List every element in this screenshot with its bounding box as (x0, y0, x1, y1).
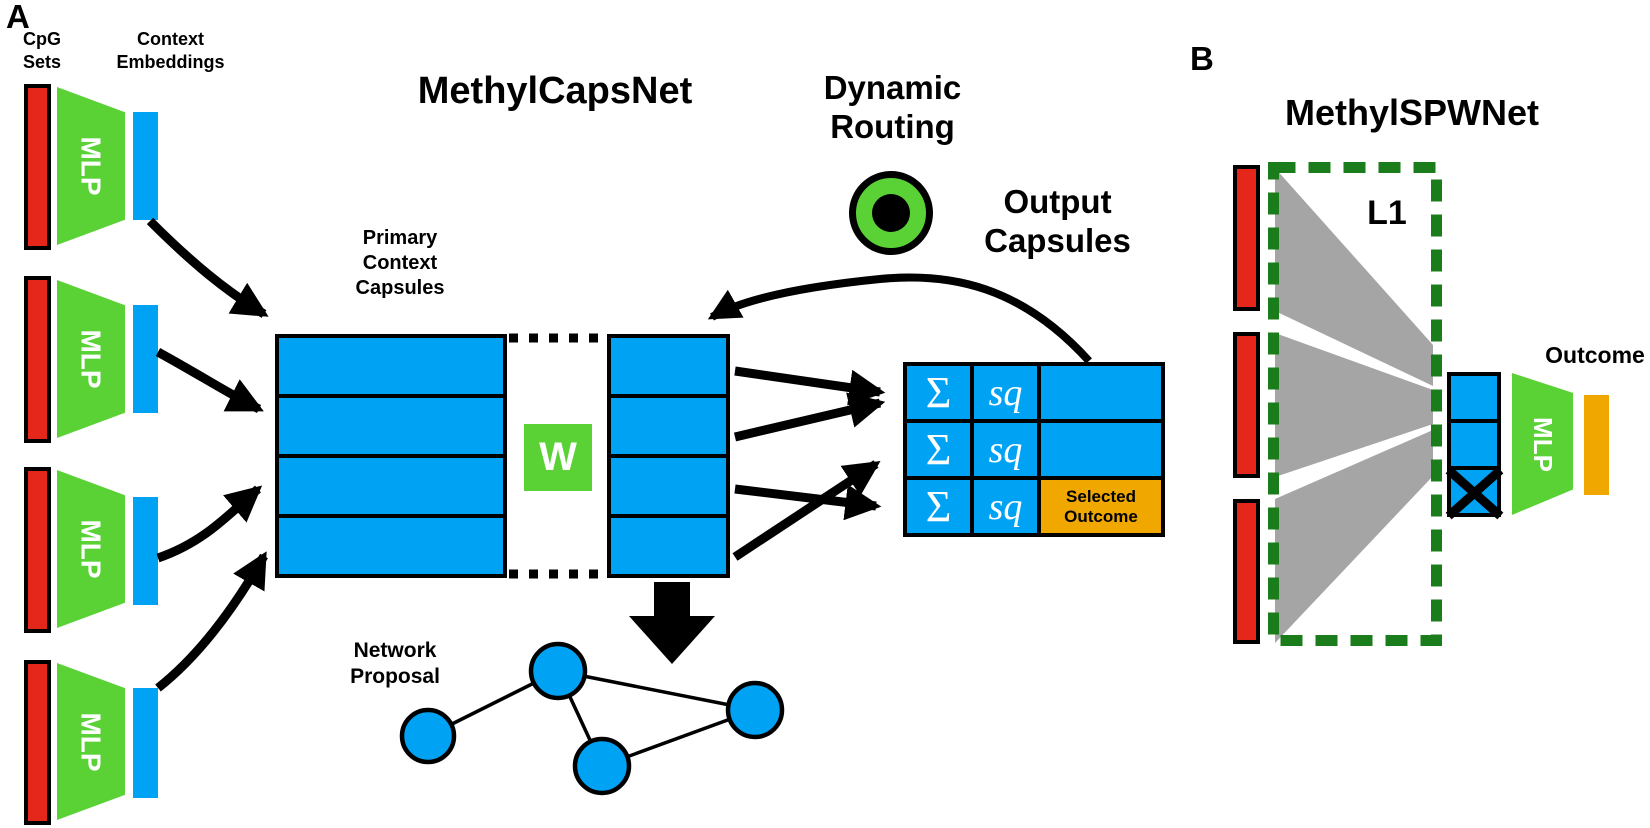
capsule-row (1451, 470, 1497, 513)
cpg-set-bar-4 (24, 660, 51, 825)
l1-label: L1 (1367, 194, 1407, 232)
output-capsule-table: Σ sq Σ sq Σ sq Selected Outcome (903, 362, 1165, 537)
cpg-set-bar-2 (24, 276, 51, 443)
mlp-label-2: MLP (75, 329, 107, 389)
outcome-cell-1 (1041, 366, 1161, 419)
context-embedding-bar-4 (133, 688, 158, 798)
methylation-bar-1 (1233, 165, 1260, 311)
routing-arrow-1 (734, 366, 886, 406)
routing-arrow-3 (734, 484, 882, 521)
graph-edge (601, 708, 756, 768)
mlp-trapezoid-2: MLP (57, 280, 125, 438)
cpg-set-bar-1 (24, 84, 51, 250)
capsule-row (611, 398, 726, 454)
graph-edge (557, 669, 756, 712)
mlp-label-b: MLP (1527, 416, 1558, 472)
methylspwnet-title: MethylSPWNet (1284, 92, 1540, 133)
mlp-trapezoid-3: MLP (57, 470, 125, 628)
graph-node (399, 707, 457, 765)
embedding-arrow-1 (146, 217, 269, 318)
embedding-arrow-2 (155, 348, 264, 414)
context-embedding-bar-2 (133, 305, 158, 413)
methylcapsnet-title: MethylCapsNet (417, 70, 693, 112)
routing-arrow-2 (733, 392, 886, 442)
capsule-row (1451, 376, 1497, 419)
dynamic-routing-icon-dot (872, 194, 910, 232)
primary-capsule-stack (275, 334, 507, 578)
graph-node (572, 736, 632, 796)
l1-funnel-2 (1275, 333, 1433, 477)
dynamic-routing-icon (849, 171, 933, 255)
cpg-sets-label: CpG Sets (22, 29, 62, 72)
embedding-arrow-3 (156, 485, 263, 563)
panel-b-label: B (1190, 40, 1214, 77)
context-embedding-bar-1 (133, 112, 158, 220)
capsule-row (279, 518, 503, 574)
sum-cell-1: Σ (907, 366, 970, 419)
mlp-trapezoid-4: MLP (57, 663, 125, 820)
outcome-bar (1584, 395, 1609, 495)
selected-outcome-cell: Selected Outcome (1041, 480, 1161, 533)
squash-cell-1: sq (974, 366, 1037, 419)
context-embeddings-label: Context Embeddings (116, 29, 225, 72)
squash-cell-2: sq (974, 423, 1037, 476)
capsule-row (611, 518, 726, 574)
capsule-row (611, 458, 726, 514)
mlp-trapezoid-b: MLP (1512, 373, 1573, 515)
graph-node (528, 641, 588, 701)
outcome-cell-2 (1041, 423, 1161, 476)
network-proposal-arrow (629, 582, 715, 664)
capsule-row (279, 338, 503, 394)
methylation-bar-3 (1233, 499, 1260, 644)
l1-funnel-3 (1275, 430, 1433, 643)
capsule-row (1451, 423, 1497, 466)
graph-node (725, 680, 785, 740)
mlp-label-4: MLP (75, 711, 107, 772)
dynamic-routing-feedback-arc (707, 273, 1092, 364)
cpg-set-bar-3 (24, 467, 51, 633)
capsule-row (279, 458, 503, 514)
output-capsules-label: Output Capsules (984, 183, 1131, 259)
methylation-bar-2 (1233, 332, 1260, 478)
squash-cell-3: sq (974, 480, 1037, 533)
context-embedding-bar-3 (133, 497, 158, 605)
mlp-trapezoid-1: MLP (57, 87, 125, 245)
transformed-capsule-stack (607, 334, 730, 578)
network-proposal-label: Network Proposal (350, 639, 440, 688)
pathway-embedding-stack (1447, 372, 1501, 517)
mlp-label-1: MLP (75, 136, 107, 196)
outcome-label: Outcome (1545, 342, 1645, 368)
l1-dashed-box (1268, 162, 1442, 646)
weight-matrix-box: W (524, 424, 592, 491)
sum-cell-2: Σ (907, 423, 970, 476)
dynamic-routing-label: Dynamic Routing (823, 69, 962, 145)
graph-edge (556, 670, 604, 767)
capsule-row (279, 398, 503, 454)
sum-cell-3: Σ (907, 480, 970, 533)
mlp-label-3: MLP (75, 519, 107, 579)
panel-a-label: A (6, 0, 30, 35)
routing-arrow-4 (732, 460, 881, 561)
capsule-row (611, 338, 726, 394)
primary-context-capsules-label: Primary Context Capsules (355, 227, 445, 299)
embedding-arrow-4 (155, 551, 268, 692)
